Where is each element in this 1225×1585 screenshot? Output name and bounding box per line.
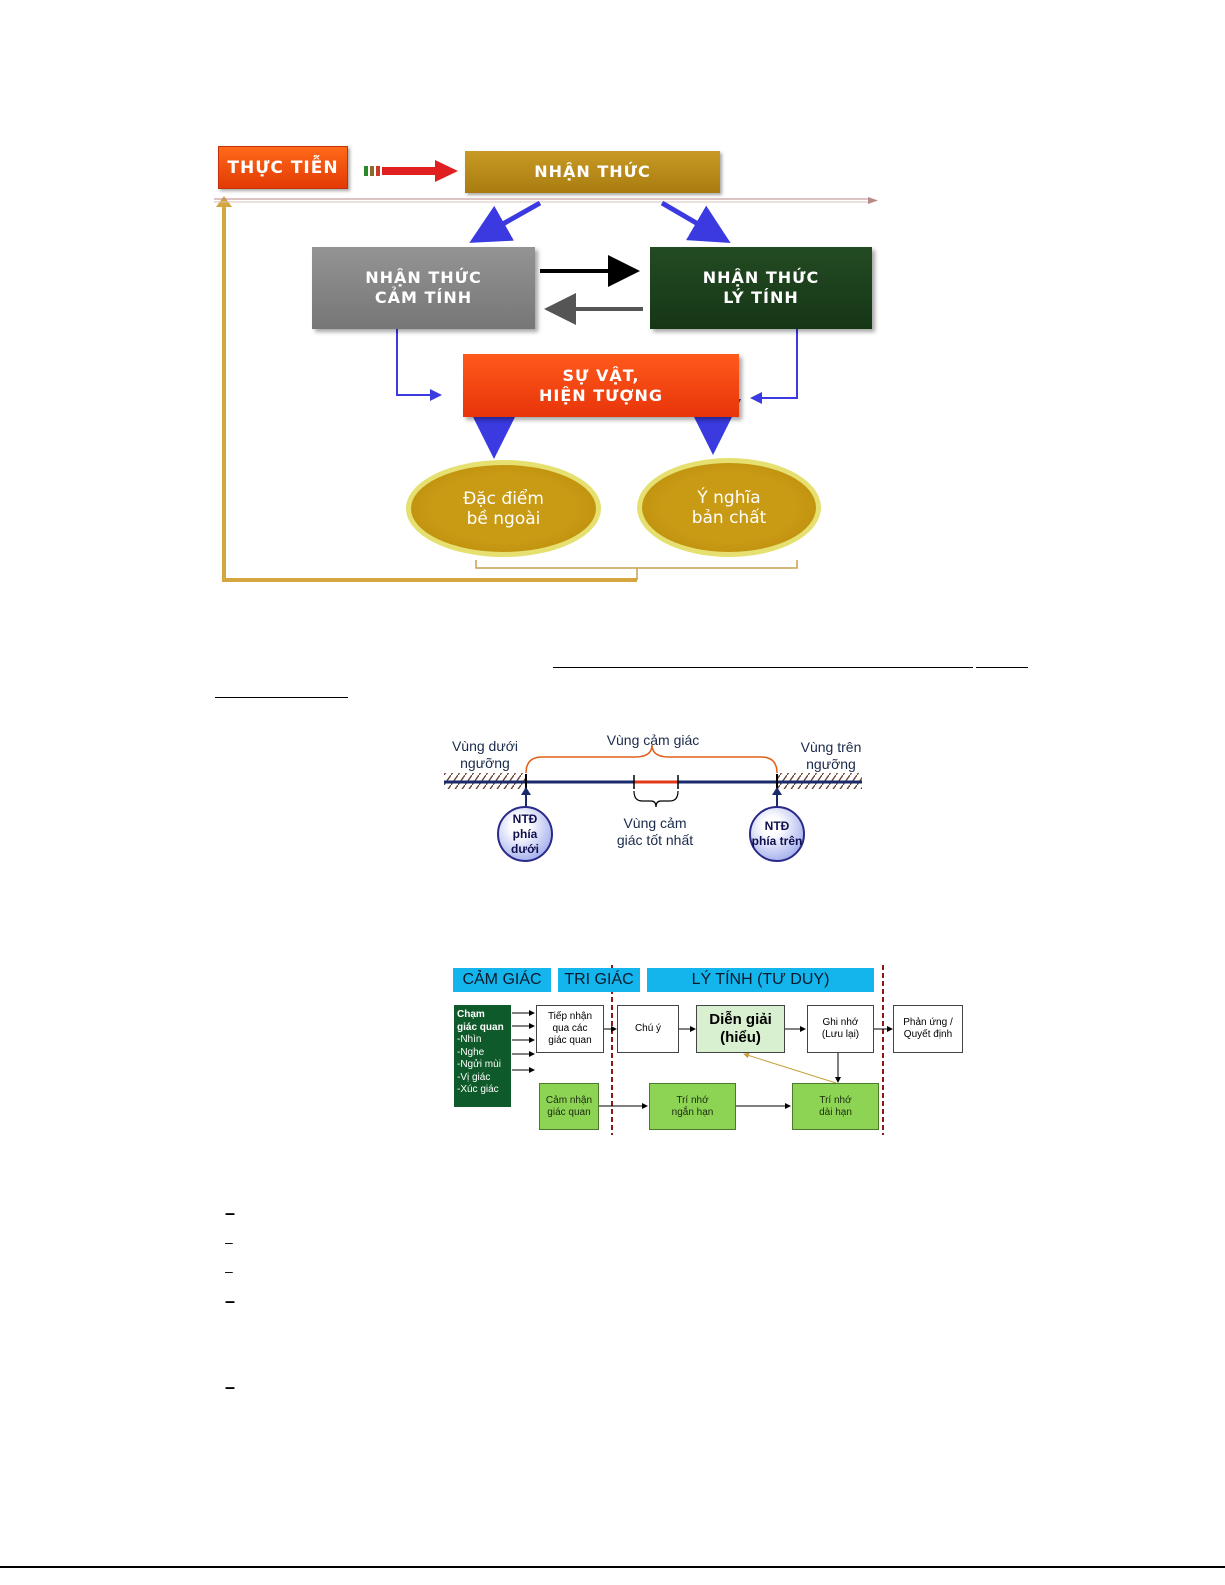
arrow-ly-tinh-to-su-vat	[750, 329, 798, 404]
bullet-dash: –	[225, 1203, 236, 1223]
bullet-dash: –	[225, 1234, 233, 1250]
y-nghia-ban-chat-oval: Ý nghĩa bản chất	[637, 458, 821, 557]
ntd-phia-duoi-circle: NTĐ phía dưới	[497, 806, 553, 862]
dac-diem-be-ngoai-oval: Đặc điểm bề ngoài	[406, 460, 601, 557]
thuc-tien-box: THỰC TIỄN	[218, 146, 348, 189]
senses-box: Chạm giác quan-Nhìn -Nghe -Ngửi mùi -Vị …	[454, 1005, 511, 1107]
footer-rule	[0, 1566, 1225, 1568]
bottom-bracket	[475, 560, 798, 580]
chu-y-box: Chú ý	[617, 1005, 679, 1053]
underline-segment	[215, 697, 348, 698]
nhan-thuc-ly-tinh-box: NHẬN THỨC LÝ TÍNH	[650, 247, 872, 329]
sensation-threshold-diagram	[444, 744, 862, 808]
su-vat-hien-tuong-box: SỰ VẬT, HIỆN TƯỢNG	[463, 354, 739, 417]
top-brace	[525, 744, 778, 774]
bottom-brace	[633, 790, 679, 808]
header-ly-tinh: LÝ TÍNH (TƯ DUY)	[647, 968, 874, 992]
underline-segment	[976, 667, 1028, 668]
bullet-dash: –	[225, 1263, 233, 1279]
horizontal-divider-arrow	[214, 197, 878, 204]
vung-cam-giac-label: Vùng cảm giác	[606, 732, 700, 748]
ntd-phia-tren-circle: NTĐ phía trên	[749, 806, 805, 862]
bullet-dash: –	[225, 1377, 236, 1397]
tiep-nhan-box: Tiếp nhận qua các giác quan	[536, 1005, 604, 1053]
senses-title: Chạm giác quan	[457, 1009, 504, 1033]
header-cam-giac: CẢM GIÁC	[453, 968, 551, 992]
red-arrow	[364, 160, 458, 182]
nhan-thuc-cam-tinh-box: NHẬN THỨC CẢM TÍNH	[312, 247, 535, 329]
tri-nho-dai-han-box: Trí nhớ dài hạn	[792, 1083, 879, 1130]
ghi-nho-box: Ghi nhớ (Lưu lại)	[807, 1005, 874, 1053]
vung-cam-giac-tot-nhat-label: Vùng cảm giác tốt nhất	[616, 815, 694, 848]
vung-duoi-nguong-label: Vùng dưới ngưỡng	[451, 738, 519, 771]
bullet-dash: –	[225, 1291, 236, 1311]
arrow-to-cam-tinh	[469, 200, 542, 243]
dien-giai-box: Diễn giải (hiểu)	[696, 1005, 785, 1053]
vung-tren-nguong-label: Vùng trên ngưỡng	[800, 739, 862, 772]
perception-process-arrows	[512, 965, 893, 1135]
cognition-diagram-arrows	[214, 160, 878, 582]
arrow-to-ly-tinh	[660, 200, 731, 244]
senses-items: -Nhìn -Nghe -Ngửi mùi -Vị giác -Xúc giác	[457, 1034, 501, 1095]
header-tri-giac: TRI GIÁC	[558, 968, 640, 992]
phan-ung-box: Phản ứng / Quyết định	[893, 1005, 963, 1053]
arrow-cam-tinh-to-su-vat	[396, 329, 442, 401]
nhan-thuc-box: NHẬN THỨC	[465, 151, 720, 193]
underline-segment	[553, 667, 973, 668]
tri-nho-ngan-han-box: Trí nhớ ngắn hạn	[649, 1083, 736, 1130]
cam-nhan-giac-quan-box: Cảm nhận giác quan	[539, 1083, 599, 1130]
